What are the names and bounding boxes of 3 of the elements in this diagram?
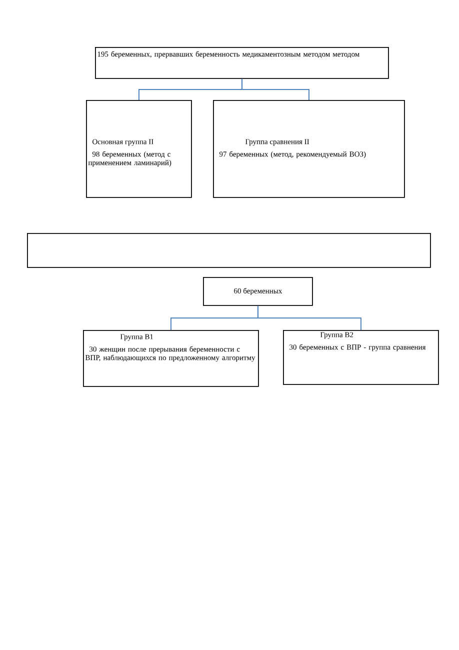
process-box (27, 233, 431, 268)
connector-line (257, 305, 362, 330)
connector-line (241, 78, 310, 100)
